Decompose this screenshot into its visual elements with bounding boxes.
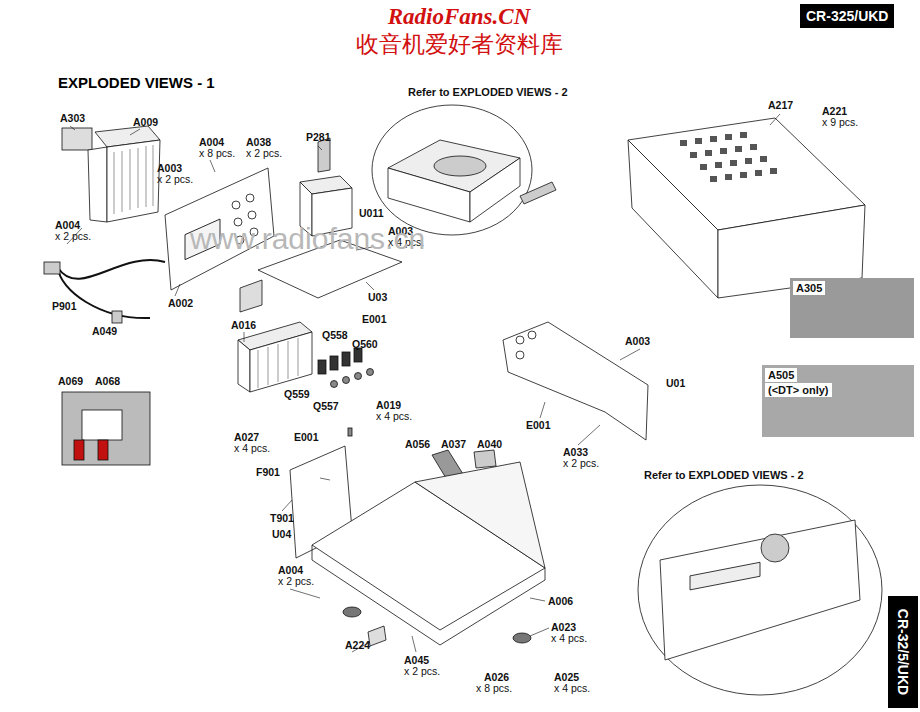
watermark: www.radiofans.cn	[190, 222, 425, 255]
callout-label: A023	[551, 622, 576, 634]
callout-label: Q558	[322, 330, 348, 342]
callout-label: U03	[368, 292, 387, 304]
callout-label: A037	[441, 439, 466, 451]
quantity-note: x 4 pcs.	[554, 683, 590, 695]
callout-label: A004	[278, 565, 303, 577]
callout-label: Q560	[352, 339, 378, 351]
callout-label: A033	[563, 447, 588, 459]
callout-label: A303	[60, 113, 85, 125]
callout-label: A026	[484, 672, 509, 684]
callout-label: RadioFans.CN	[388, 4, 531, 29]
callout-label: A003	[625, 336, 650, 348]
callout-label: U04	[272, 529, 291, 541]
photo-panel: A505(<DT> only)	[762, 365, 914, 437]
quantity-note: x 2 pcs.	[157, 174, 193, 186]
callout-label: A056	[405, 439, 430, 451]
callout-label: 收音机爱好者资料库	[356, 32, 563, 57]
callout-label: A009	[133, 117, 158, 129]
callout-label: E001	[526, 420, 551, 432]
callout-label: A069	[58, 376, 83, 388]
model-tab: CR-325/UKD	[800, 4, 894, 28]
callout-label: A217	[768, 100, 793, 112]
quantity-note: x 9 pcs.	[822, 117, 858, 129]
quantity-note: x 8 pcs.	[199, 148, 235, 160]
callout-label: Refer to EXPLODED VIEWS - 2	[408, 86, 568, 98]
quantity-note: x 8 pcs.	[476, 683, 512, 695]
model-side-tab: CR-32/5/UKD	[888, 596, 918, 708]
callout-label: A027	[234, 432, 259, 444]
callout-label: P901	[52, 301, 77, 313]
callout-label: A003	[157, 163, 182, 175]
callout-label: A019	[376, 400, 401, 412]
callout-label: A025	[554, 672, 579, 684]
callout-label: A038	[246, 137, 271, 149]
callout-label: Q559	[284, 389, 310, 401]
callout-label: A004	[55, 220, 80, 232]
quantity-note: x 4 pcs.	[376, 411, 412, 423]
callout-label: A045	[404, 655, 429, 667]
callout-label: Q557	[313, 401, 339, 413]
photo-panel: A305	[790, 278, 914, 338]
callout-label: T901	[270, 513, 294, 525]
callout-label: E001	[294, 432, 319, 444]
callout-label: F901	[256, 467, 280, 479]
quantity-note: x 2 pcs.	[55, 231, 91, 243]
callout-label: U01	[666, 378, 685, 390]
callout-label: A068	[95, 376, 120, 388]
quantity-note: x 2 pcs.	[278, 576, 314, 588]
model-name: CR-32/5/UKD	[895, 609, 911, 695]
part-label: (<DT> only)	[765, 383, 832, 397]
diagram-title: EXPLODED VIEWS - 1	[58, 74, 215, 91]
callout-label: E001	[362, 314, 387, 326]
quantity-note: x 2 pcs.	[563, 458, 599, 470]
quantity-note: x 4 pcs.	[551, 633, 587, 645]
quantity-note: x 2 pcs.	[404, 666, 440, 678]
callout-label: A049	[92, 326, 117, 338]
callout-label: P281	[306, 132, 331, 144]
callout-label: A040	[477, 439, 502, 451]
callout-label: U011	[359, 208, 384, 220]
callout-label: A002	[168, 298, 193, 310]
callout-label: A016	[231, 320, 256, 332]
callout-label: A221	[822, 106, 847, 118]
callout-label: Refer to EXPLODED VIEWS - 2	[644, 469, 804, 481]
quantity-note: x 4 pcs.	[234, 443, 270, 455]
quantity-note: x 2 pcs.	[246, 148, 282, 160]
model-name: CR-325/UKD	[806, 8, 888, 24]
callout-label: A004	[199, 137, 224, 149]
part-label: A305	[793, 281, 825, 295]
callout-label: A224	[345, 640, 370, 652]
part-label: A505	[765, 368, 797, 382]
callout-label: A006	[548, 596, 573, 608]
